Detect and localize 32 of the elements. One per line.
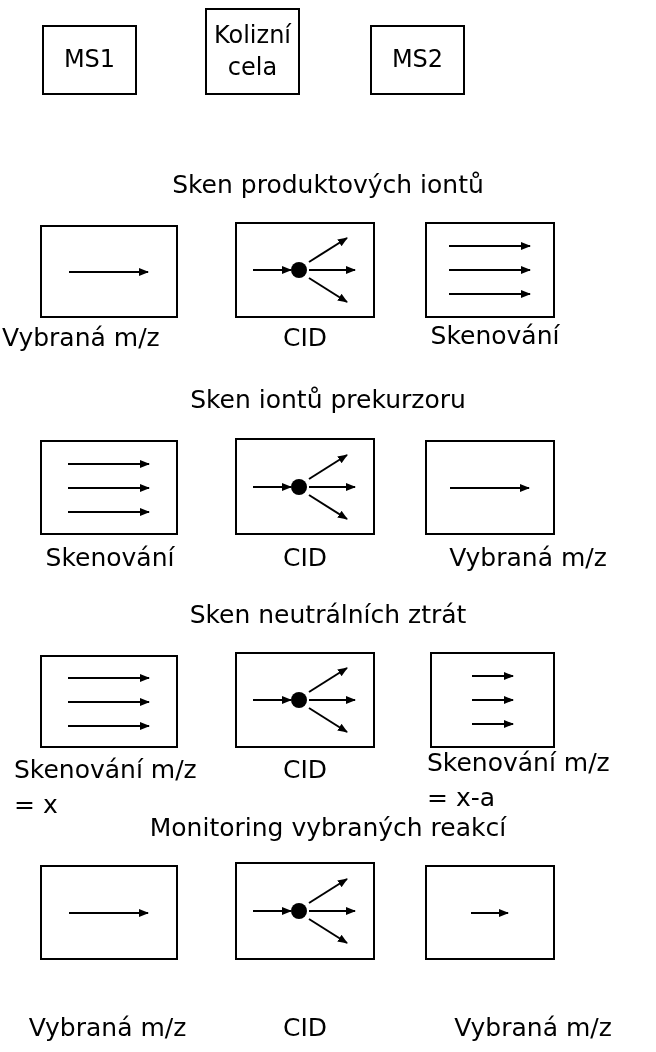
stage-caption: Skenování xyxy=(429,320,561,352)
box-label: MS1 xyxy=(63,44,116,76)
stage-box xyxy=(425,865,555,960)
stage-caption: Skenování m/z = x-a xyxy=(426,747,611,814)
stage-box xyxy=(40,865,178,960)
component-box xyxy=(370,25,465,95)
stage-box xyxy=(235,862,375,960)
stage-box xyxy=(430,652,555,748)
stage-box xyxy=(425,440,555,535)
stage-box xyxy=(235,222,375,318)
section-title: Sken produktových iontů xyxy=(171,170,485,199)
stage-box xyxy=(425,222,555,318)
stage-box xyxy=(235,438,375,535)
stage-caption: Skenování xyxy=(44,542,176,574)
component-box xyxy=(42,25,137,95)
stage-caption: CID xyxy=(281,754,329,786)
section-title: Sken iontů prekurzoru xyxy=(189,385,467,414)
stage-caption: CID xyxy=(281,322,329,354)
stage-caption: CID xyxy=(281,1012,329,1044)
box-label: Kolizní cela xyxy=(212,20,293,83)
stage-box xyxy=(40,225,178,318)
stage-box xyxy=(235,652,375,748)
stage-caption: Vybraná m/z xyxy=(1,322,161,354)
stage-box xyxy=(40,440,178,535)
stage-caption: Vybraná m/z xyxy=(453,1012,613,1044)
box-label: MS2 xyxy=(391,44,444,76)
stage-caption: Vybraná m/z xyxy=(27,1012,188,1044)
stage-caption: Vybraná m/z xyxy=(448,542,608,574)
component-box xyxy=(205,8,300,95)
stage-box xyxy=(40,655,178,748)
stage-caption: CID xyxy=(281,542,329,574)
section-title: Sken neutrálních ztrát xyxy=(188,600,468,629)
